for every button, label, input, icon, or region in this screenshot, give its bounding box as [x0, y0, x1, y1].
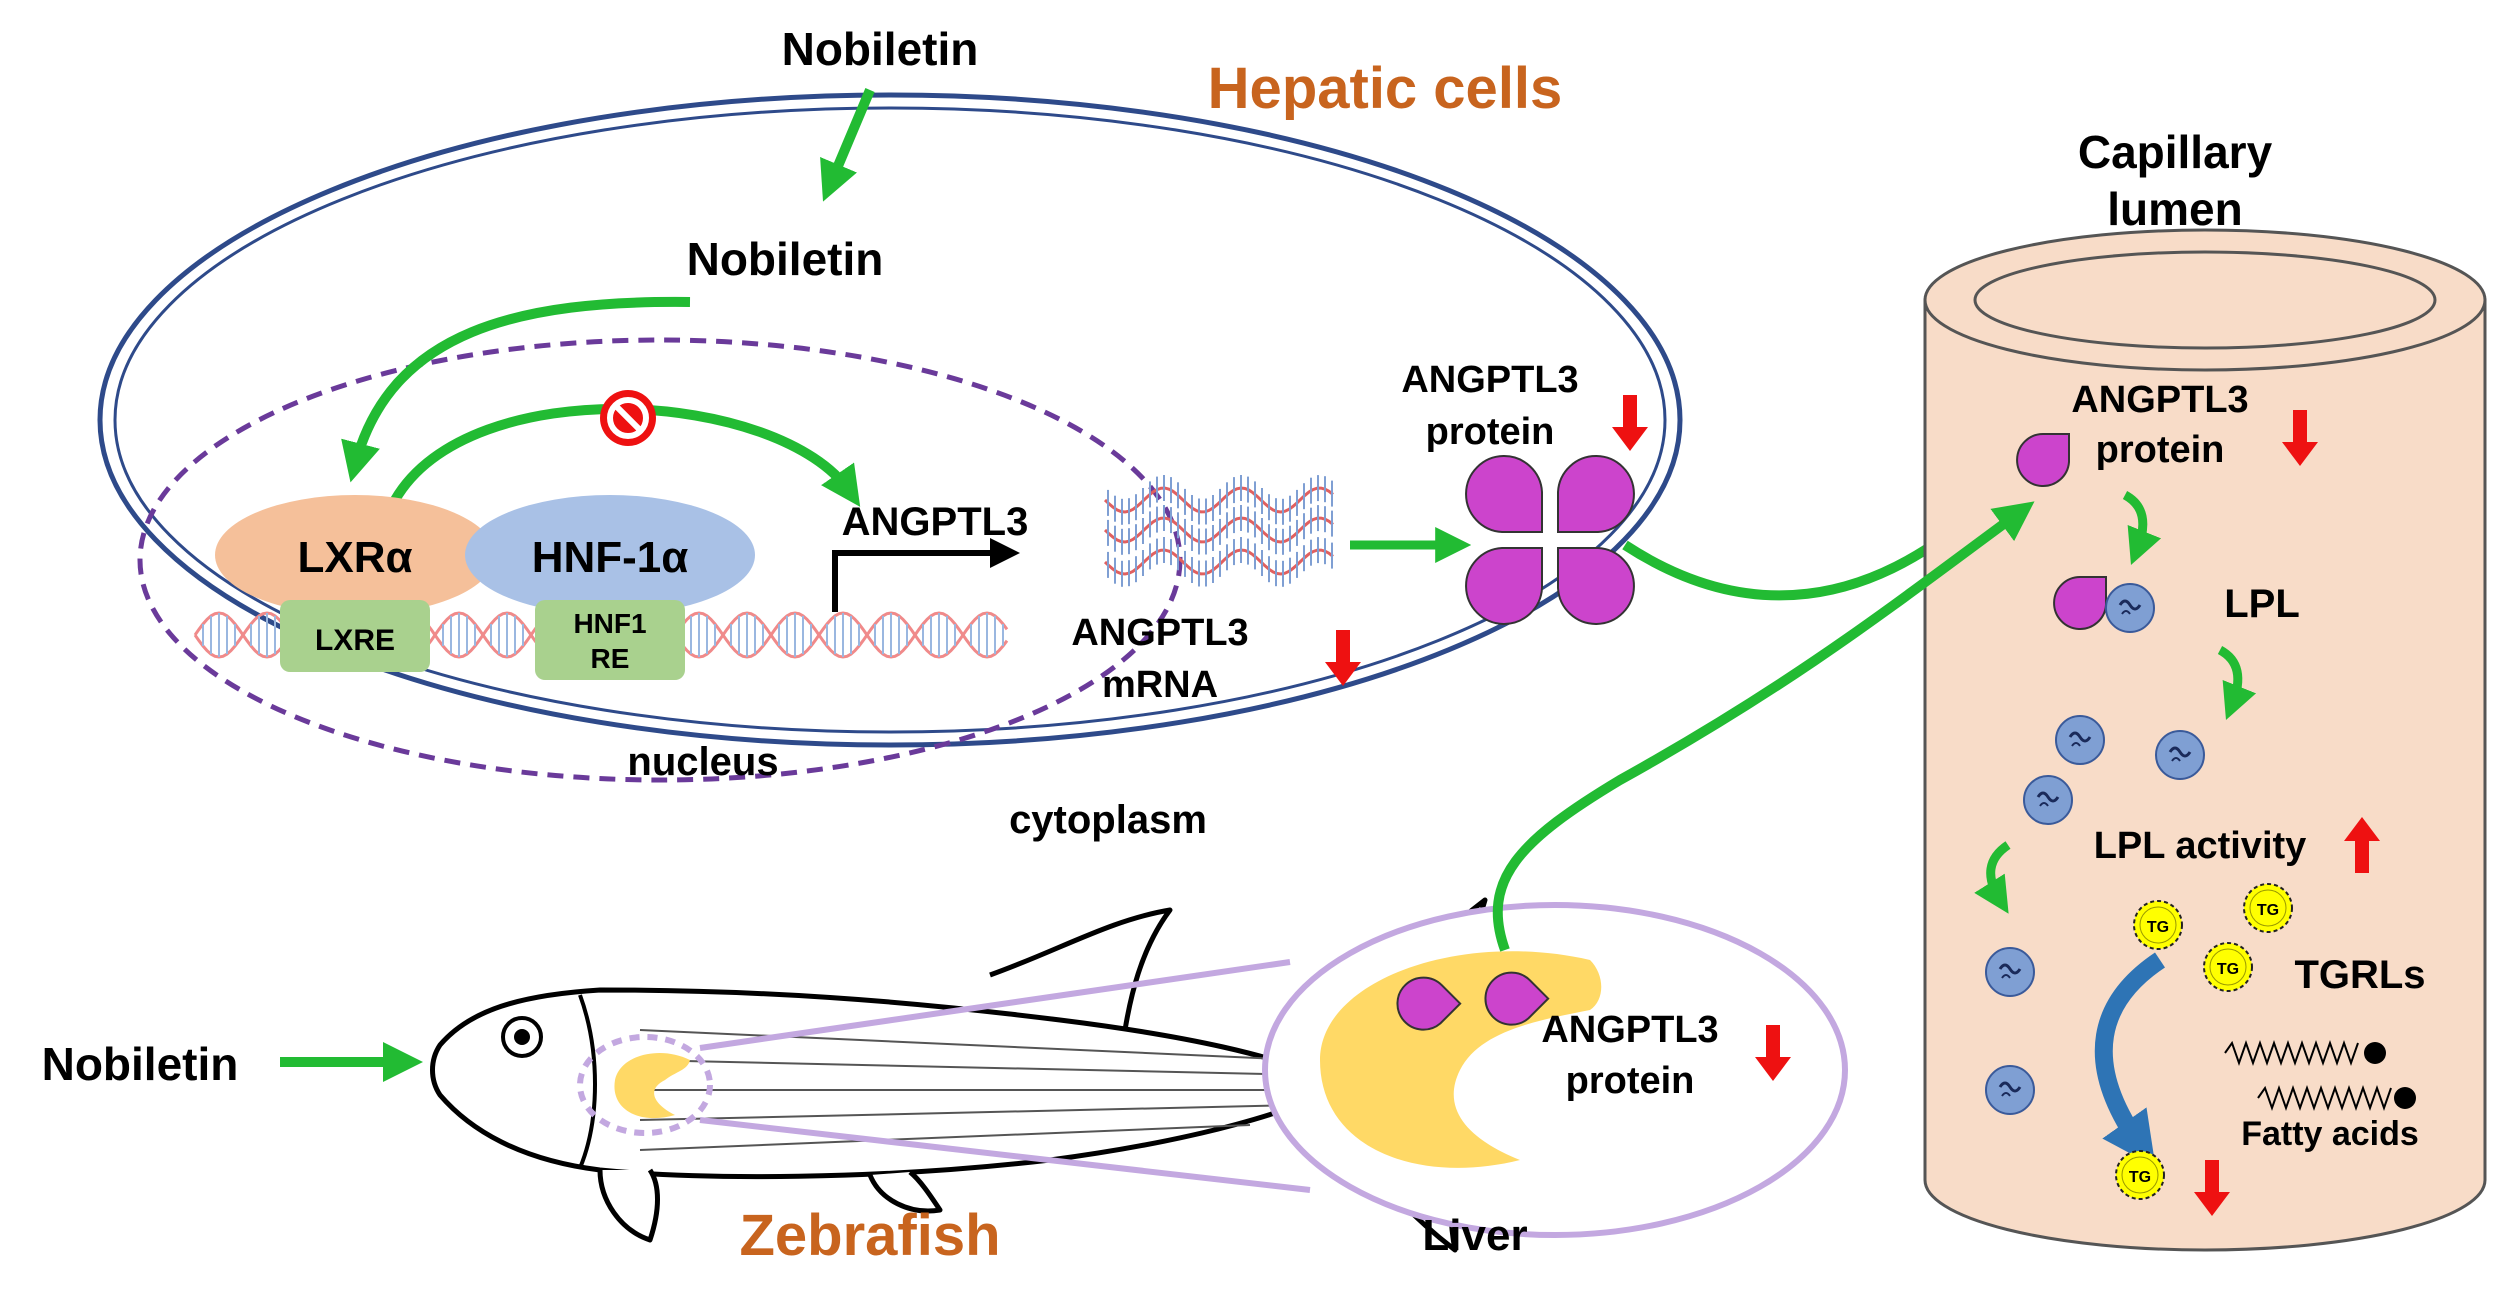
lxre-element [280, 600, 430, 672]
angptl3-gene-label: ANGPTL3 [842, 500, 1029, 544]
mrna-label-line2: mRNA [1102, 664, 1218, 706]
lpl-enzyme-2 [2154, 729, 2206, 781]
fish-gill-line [578, 994, 597, 1169]
cap-protein-label-line1: ANGPTL3 [2071, 379, 2248, 421]
capillary-label-line2: lumen [2107, 183, 2242, 235]
nucleus-label: nucleus [627, 740, 778, 784]
hnf1re-element [535, 600, 685, 680]
hepatic-cell-membrane-outer [97, 92, 1683, 748]
svg-text:TG: TG [2217, 961, 2239, 978]
fish-eye-icon [501, 1016, 543, 1058]
svg-text:TG: TG [2257, 902, 2279, 919]
tg-particle-2: TG [2243, 883, 2293, 933]
capillary-vessel [1923, 228, 2487, 1252]
hydrolysis-arrow [2094, 952, 2166, 1168]
capillary-label-line1: Capillary [2078, 126, 2273, 178]
liver-angptl3-protein-1 [1396, 976, 1462, 1031]
fatty-acids-label: Fatty acids [2241, 1115, 2419, 1153]
svg-text:TG: TG [2147, 919, 2169, 936]
cytoplasm-label: cytoplasm [1009, 798, 1207, 842]
arrow-lpl-to-tgrl [1974, 841, 2011, 914]
fish-stripes [639, 1029, 1311, 1151]
fish-liver [614, 1052, 690, 1119]
arrow-complex-to-lpl [2217, 646, 2257, 721]
arrow-liver-to-capillary [1492, 501, 2035, 952]
lpl-enzyme-4 [1984, 946, 2036, 998]
liver-protein-label-line1: ANGPTL3 [1541, 1009, 1718, 1051]
fatty-acid-1 [2224, 1039, 2386, 1067]
arrow-nobiletin-to-lxr [341, 296, 691, 483]
lpl-enzyme-5 [1984, 1064, 2036, 1116]
hepatic-cell-membrane-inner [113, 106, 1667, 734]
lpl-enzyme-3 [2022, 774, 2074, 826]
transcription-start-arrow [832, 538, 1020, 612]
cell-protein-label-line2: protein [1426, 411, 1555, 453]
lpl-activity-label: LPL activity [2094, 825, 2307, 867]
tgrls-label: TGRLs [2294, 953, 2425, 997]
lxr-alpha-label: LXRα [297, 533, 412, 582]
tg-particle-3: TG [2203, 942, 2253, 992]
fatty-acid-2 [2257, 1084, 2416, 1112]
hnf1-alpha-factor [465, 495, 755, 615]
zoom-line-top [699, 959, 1291, 1051]
arrow-protein-to-lpl [2122, 491, 2162, 566]
cell-protein-label-line1: ANGPTL3 [1401, 359, 1578, 401]
zebrafish-title: Zebrafish [739, 1203, 1000, 1268]
hepatic-cells-title: Hepatic cells [1208, 56, 1563, 121]
lxr-alpha-factor [215, 495, 495, 615]
capillary-angptl3-protein [2016, 433, 2070, 487]
inhibition-icon [600, 390, 656, 446]
nobiletin-cell-label: Nobiletin [687, 233, 884, 285]
fish-liver-highlight [577, 1034, 713, 1136]
liver-protein-label-line2: protein [1566, 1060, 1695, 1102]
angptl3-mrna [1103, 475, 1334, 587]
zoom-line-bottom [699, 1117, 1311, 1193]
liver-angptl3-protein-2 [1484, 971, 1550, 1026]
hnf1re-label-line2: RE [591, 643, 630, 674]
tg-particle-1: TG [2133, 900, 2183, 950]
nobiletin-fish-label: Nobiletin [42, 1038, 239, 1090]
mrna-label-line1: ANGPTL3 [1071, 612, 1248, 654]
cell-protein-decrease-arrow [1612, 395, 1648, 451]
nobiletin-top-label: Nobiletin [782, 23, 979, 75]
cap-protein-label-line2: protein [2096, 429, 2225, 471]
svg-text:TG: TG [2129, 1169, 2151, 1186]
lpl-label: LPL [2224, 582, 2300, 626]
lpl-enzyme-1 [2054, 714, 2106, 766]
hnf1re-label-line1: HNF1 [573, 608, 646, 639]
liver-title: Liver [1422, 1211, 1527, 1260]
tg-particle-4: TG [2115, 1150, 2165, 1200]
arrow-nobiletin-into-cell [820, 88, 875, 202]
angptl3-protein-cluster-cell [1465, 455, 1635, 625]
hnf1-alpha-label: HNF-1α [532, 533, 689, 582]
lxre-label: LXRE [315, 624, 395, 657]
